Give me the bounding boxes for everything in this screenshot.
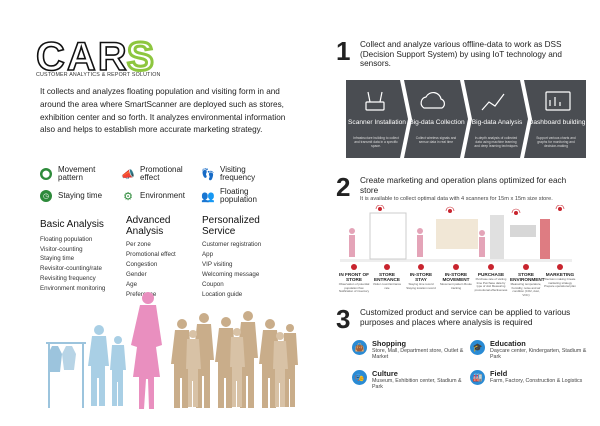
personalized-service-column: Personalized Service Customer registrati… bbox=[202, 215, 282, 300]
megaphone-icon: 📣 bbox=[121, 168, 135, 181]
stage-dot bbox=[418, 264, 424, 270]
column-list: Customer registration App VIP visiting W… bbox=[202, 240, 282, 299]
list-item: Preference bbox=[126, 290, 157, 298]
feature-visiting-frequency: 👣 Visiting frequency bbox=[201, 165, 256, 183]
shopping-bag-icon: 👜 bbox=[352, 340, 367, 355]
stage-dot bbox=[488, 264, 494, 270]
crowd-illustration bbox=[46, 292, 298, 409]
pipeline-step-big-data-collection: Big-data Collection Collect wireless sig… bbox=[409, 119, 465, 145]
svg-text:CAR: CAR bbox=[36, 36, 129, 76]
list-item: Age bbox=[126, 280, 138, 288]
stage-in-store-movement: IN-STORE MOVEMENT Movement pattern Route… bbox=[440, 264, 472, 290]
stage-store-entrance: STORE ENTRANCE Visitor count Entrance ra… bbox=[372, 264, 402, 290]
chevron-shapes bbox=[346, 80, 586, 158]
step-number: 1 bbox=[336, 36, 351, 66]
purpose-shopping: 👜 Shopping Store, Mall, Department store… bbox=[352, 340, 464, 360]
purpose-education: 🎓 Education Daycare center, Kindergarten… bbox=[470, 340, 588, 360]
stage-dot bbox=[557, 264, 563, 270]
list-item: App bbox=[202, 251, 214, 259]
stage-in-store-stay: IN-STORE STAY Staying time record Stayin… bbox=[404, 264, 438, 290]
cars-logo: CAR S bbox=[36, 36, 155, 76]
feature-staying-time: ◷ Staying time bbox=[40, 190, 102, 202]
pipeline-step-dashboard-building: Dashboard building Support various chart… bbox=[528, 119, 586, 149]
store-illustration bbox=[340, 205, 572, 262]
column-title: Personalized Service bbox=[202, 215, 260, 237]
gear-icon: ⚙ bbox=[123, 190, 133, 203]
pipeline-chevrons: Scanner Installation Infrastructure buil… bbox=[346, 80, 586, 158]
woman-silhouette bbox=[131, 292, 162, 409]
list-item: Floating population bbox=[40, 235, 93, 243]
step-number: 3 bbox=[336, 304, 351, 334]
list-item: Staying time bbox=[40, 255, 75, 263]
list-item: Per zone bbox=[126, 241, 151, 249]
list-item: Environment monitoring bbox=[40, 285, 106, 293]
step-title: Collect and analyze various offline-data… bbox=[360, 40, 562, 69]
customer-journey-stages: IN FRONT OF STORE Observation of potenti… bbox=[338, 264, 576, 304]
location-pin-icon: ⬤ bbox=[40, 168, 52, 181]
intro-paragraph: It collects and analyzes floating popula… bbox=[40, 87, 286, 135]
list-item: Congestion bbox=[126, 261, 158, 268]
step-number: 2 bbox=[336, 172, 351, 202]
shopper-silhouettes bbox=[88, 325, 126, 406]
column-title: Basic Analysis bbox=[40, 219, 104, 230]
advanced-analysis-column: Advanced Analysis Per zone Promotional e… bbox=[126, 215, 190, 300]
basic-analysis-column: Basic Analysis Floating population Visit… bbox=[40, 216, 105, 294]
step-title: Customized product and service can be ap… bbox=[360, 308, 571, 327]
feature-promotional-effect: 📣 Promotional effect bbox=[121, 165, 183, 183]
stage-store-environment: STORE ENVIRONMENT Measuring temperature,… bbox=[510, 264, 545, 297]
list-item: VIP visiting bbox=[202, 261, 233, 268]
left-panel: CAR S CUSTOMER ANALYTICS & REPORT SOLUTI… bbox=[36, 36, 298, 409]
list-item: Customer registration bbox=[202, 241, 262, 249]
stage-dot bbox=[351, 264, 357, 270]
step-title: Create marketing and operation plans opt… bbox=[360, 176, 567, 195]
footprint-icon: 👣 bbox=[201, 168, 215, 181]
list-item: Revisitor-counting/rate bbox=[40, 265, 102, 273]
pipeline-step-scanner-installation: Scanner Installation Infrastructure buil… bbox=[348, 119, 406, 149]
purpose-culture: 🎭 Culture Museum, Exhibition center, Sta… bbox=[352, 370, 464, 390]
stage-dot bbox=[384, 264, 390, 270]
svg-text:S: S bbox=[127, 36, 154, 76]
people-icon: 👥 bbox=[201, 190, 215, 203]
column-list: Per zone Promotional effect Congestion G… bbox=[126, 240, 190, 299]
clock-icon: ◷ bbox=[40, 190, 52, 202]
list-item: Coupon bbox=[202, 280, 224, 288]
list-item: Visitor-counting bbox=[40, 245, 83, 253]
list-item: Promotional effect bbox=[126, 251, 176, 259]
list-item: Location guide bbox=[202, 290, 243, 298]
column-list: Floating population Visitor-counting Sta… bbox=[40, 235, 105, 294]
logo-subtitle: CUSTOMER ANALYTICS & REPORT SOLUTION bbox=[36, 72, 161, 78]
factory-icon: 🏭 bbox=[470, 370, 485, 385]
stage-marketing: MARKETING Decision making Create marketi… bbox=[544, 264, 576, 289]
feature-floating-population: 👥 Floating population bbox=[201, 187, 257, 205]
list-item: Gender bbox=[126, 270, 147, 278]
feature-movement-pattern: ⬤ Movement pattern bbox=[40, 165, 106, 183]
column-title: Advanced Analysis bbox=[126, 215, 171, 237]
pipeline-step-big-data-analysis: Big-data Analysis In-depth analysis of c… bbox=[471, 119, 523, 149]
list-item: Revisiting frequency bbox=[40, 275, 96, 283]
stage-purchase: PURCHASE Purchase rate of visiting time … bbox=[474, 264, 508, 292]
list-item: Welcoming message bbox=[202, 270, 260, 278]
stage-dot bbox=[453, 264, 459, 270]
stage-in-front-of-store: IN FRONT OF STORE Observation of potenti… bbox=[338, 264, 370, 294]
graduation-cap-icon: 🎓 bbox=[470, 340, 485, 355]
stage-dot bbox=[523, 264, 529, 270]
step-subtitle: It is available to collect optimal data … bbox=[360, 196, 553, 202]
clothing-rack-icon bbox=[46, 342, 86, 408]
purpose-field: 🏭 Field Farm, Factory, Construction & Lo… bbox=[470, 370, 588, 385]
feature-environment: ⚙ Environment bbox=[123, 190, 185, 203]
theater-icon: 🎭 bbox=[352, 370, 367, 385]
